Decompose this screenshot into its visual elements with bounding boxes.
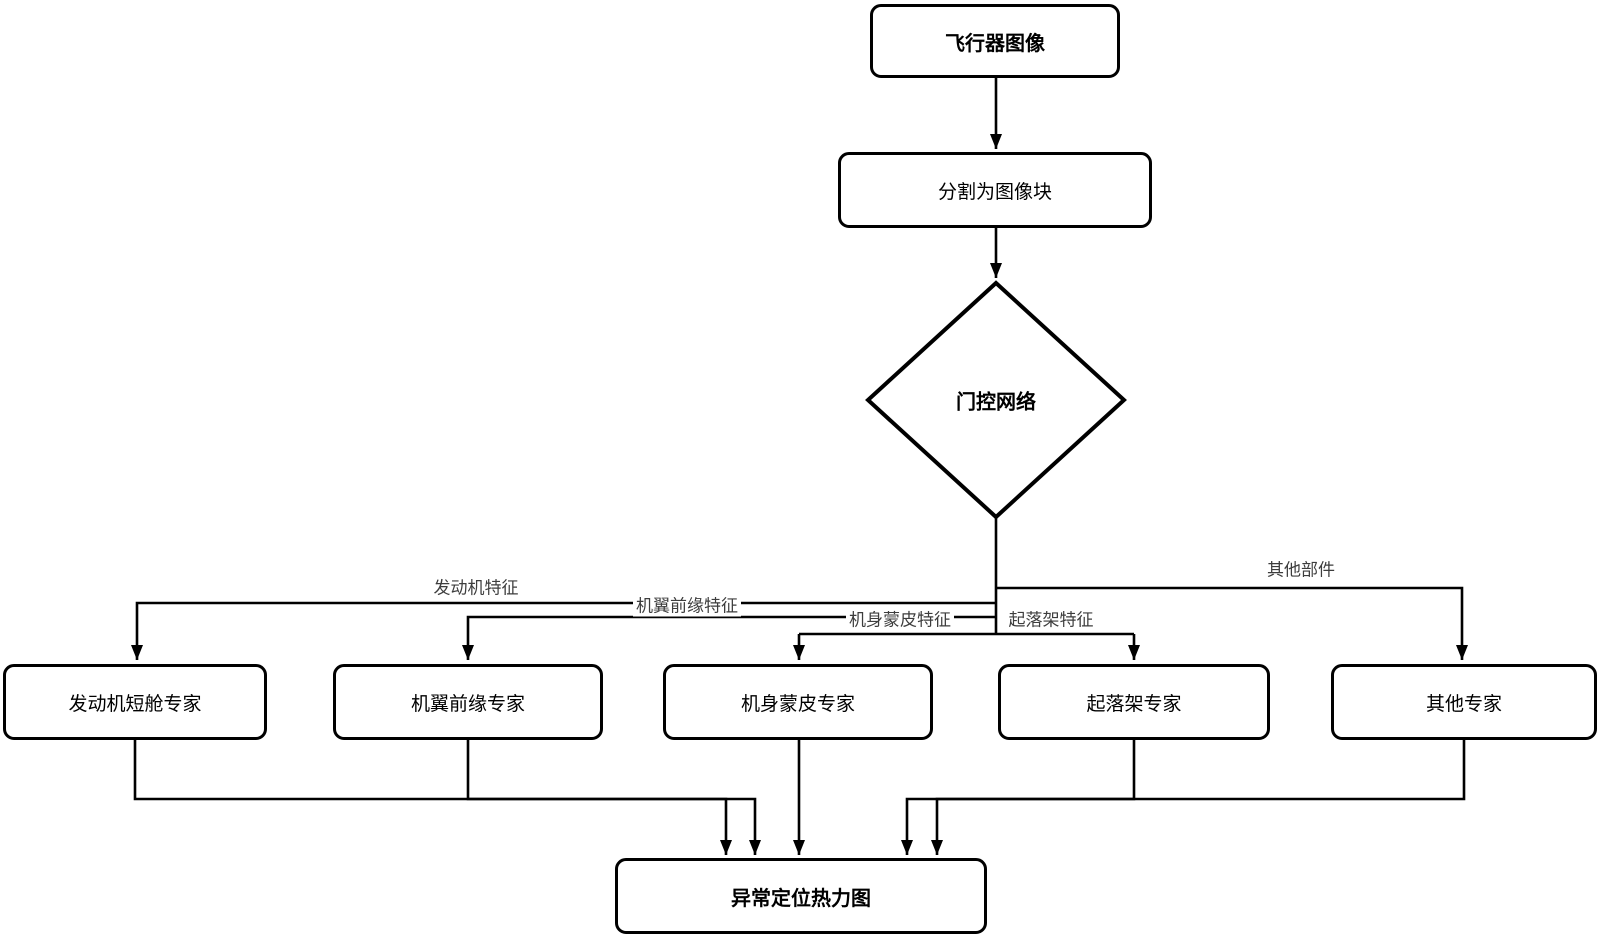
node-engine-expert-label: 发动机短舱专家	[68, 693, 202, 715]
node-heatmap: 异常定位热力图	[615, 858, 987, 934]
node-skin-expert: 机身蒙皮专家	[663, 664, 933, 740]
node-engine-expert: 发动机短舱专家	[3, 664, 267, 740]
edge-other-expert-to-heatmap	[931, 740, 1466, 855]
node-skin-expert-label: 机身蒙皮专家	[740, 693, 855, 715]
node-wing-expert: 机翼前缘专家	[333, 664, 603, 740]
edge-wing-expert-to-heatmap	[466, 740, 761, 855]
node-gear-expert: 起落架专家	[998, 664, 1270, 740]
node-gating-network-label: 门控网络	[956, 391, 1036, 414]
edge-gating-to-other-expert	[996, 586, 1468, 660]
edge-label-wing-leading-features: 机翼前缘特征	[633, 591, 741, 617]
node-split-patches: 分割为图像块	[838, 152, 1152, 228]
edge-gear-expert-to-heatmap	[901, 740, 1136, 855]
edge-label-other-parts: 其他部件	[1264, 555, 1338, 581]
edge-label-fuselage-skin-features: 机身蒙皮特征	[846, 605, 954, 631]
edge-label-engine-features: 发动机特征	[430, 573, 522, 599]
node-split-patches-label: 分割为图像块	[937, 181, 1052, 203]
node-heatmap-label: 异常定位热力图	[731, 887, 871, 910]
node-other-expert: 其他专家	[1331, 664, 1597, 740]
node-wing-expert-label: 机翼前缘专家	[410, 693, 525, 715]
edge-gating-to-wing-expert	[462, 615, 996, 660]
node-aircraft-image-label: 飞行器图像	[945, 32, 1045, 55]
edge-label-landing-gear-features: 起落架特征	[1005, 605, 1097, 631]
node-gear-expert-label: 起落架专家	[1086, 693, 1182, 715]
node-other-expert-label: 其他专家	[1425, 693, 1502, 715]
edge-engine-expert-to-heatmap	[133, 740, 732, 855]
node-aircraft-image: 飞行器图像	[870, 4, 1120, 78]
